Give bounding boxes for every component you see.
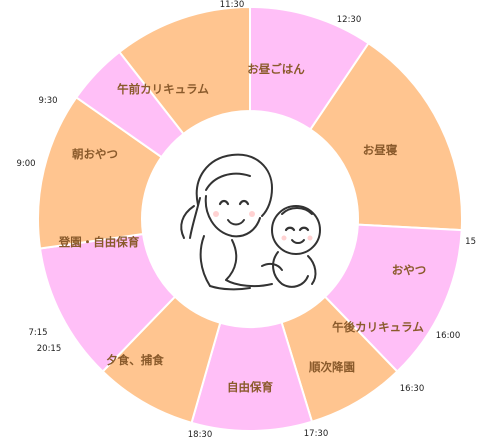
time-label-4: 16:00 xyxy=(436,331,461,341)
time-label-9: 7:15 xyxy=(28,328,47,338)
segment-label-9: 朝おやつ xyxy=(72,147,118,161)
segment-label-1: お昼ごはん xyxy=(247,62,305,76)
time-label-1: 11:30 xyxy=(220,0,245,10)
time-label-2: 12:30 xyxy=(337,15,362,25)
time-label-3: 15: xyxy=(465,237,477,247)
time-label-5: 16:30 xyxy=(400,384,425,394)
segment-label-5: 順次降園 xyxy=(309,360,355,374)
time-label-8: 20:15 xyxy=(37,344,62,354)
mother-holding-baby-icon xyxy=(180,153,321,291)
segment-label-4: 午後カリキュラム xyxy=(332,320,424,334)
time-label-6: 17:30 xyxy=(304,429,329,439)
segment-label-8: 登園・自由保育 xyxy=(58,235,140,249)
time-labels-layer: 11:30 12:30 15: 16:00 16:30 17:30 18:30 20:15 7:… xyxy=(16,0,477,440)
time-label-7: 18:30 xyxy=(188,430,213,440)
segment-label-6: 自由保育 xyxy=(227,380,273,394)
center-circle xyxy=(142,111,358,327)
time-label-10: 9:00 xyxy=(16,159,35,169)
segment-label-7: 夕食、捕食 xyxy=(106,353,164,367)
segments-layer xyxy=(37,5,463,432)
segment-label-3: おやつ xyxy=(392,263,427,277)
segment-label-10: 午前カリキュラム xyxy=(117,82,209,96)
time-label-11: 9:30 xyxy=(38,96,57,106)
segment-label-2: お昼寝 xyxy=(363,143,398,157)
